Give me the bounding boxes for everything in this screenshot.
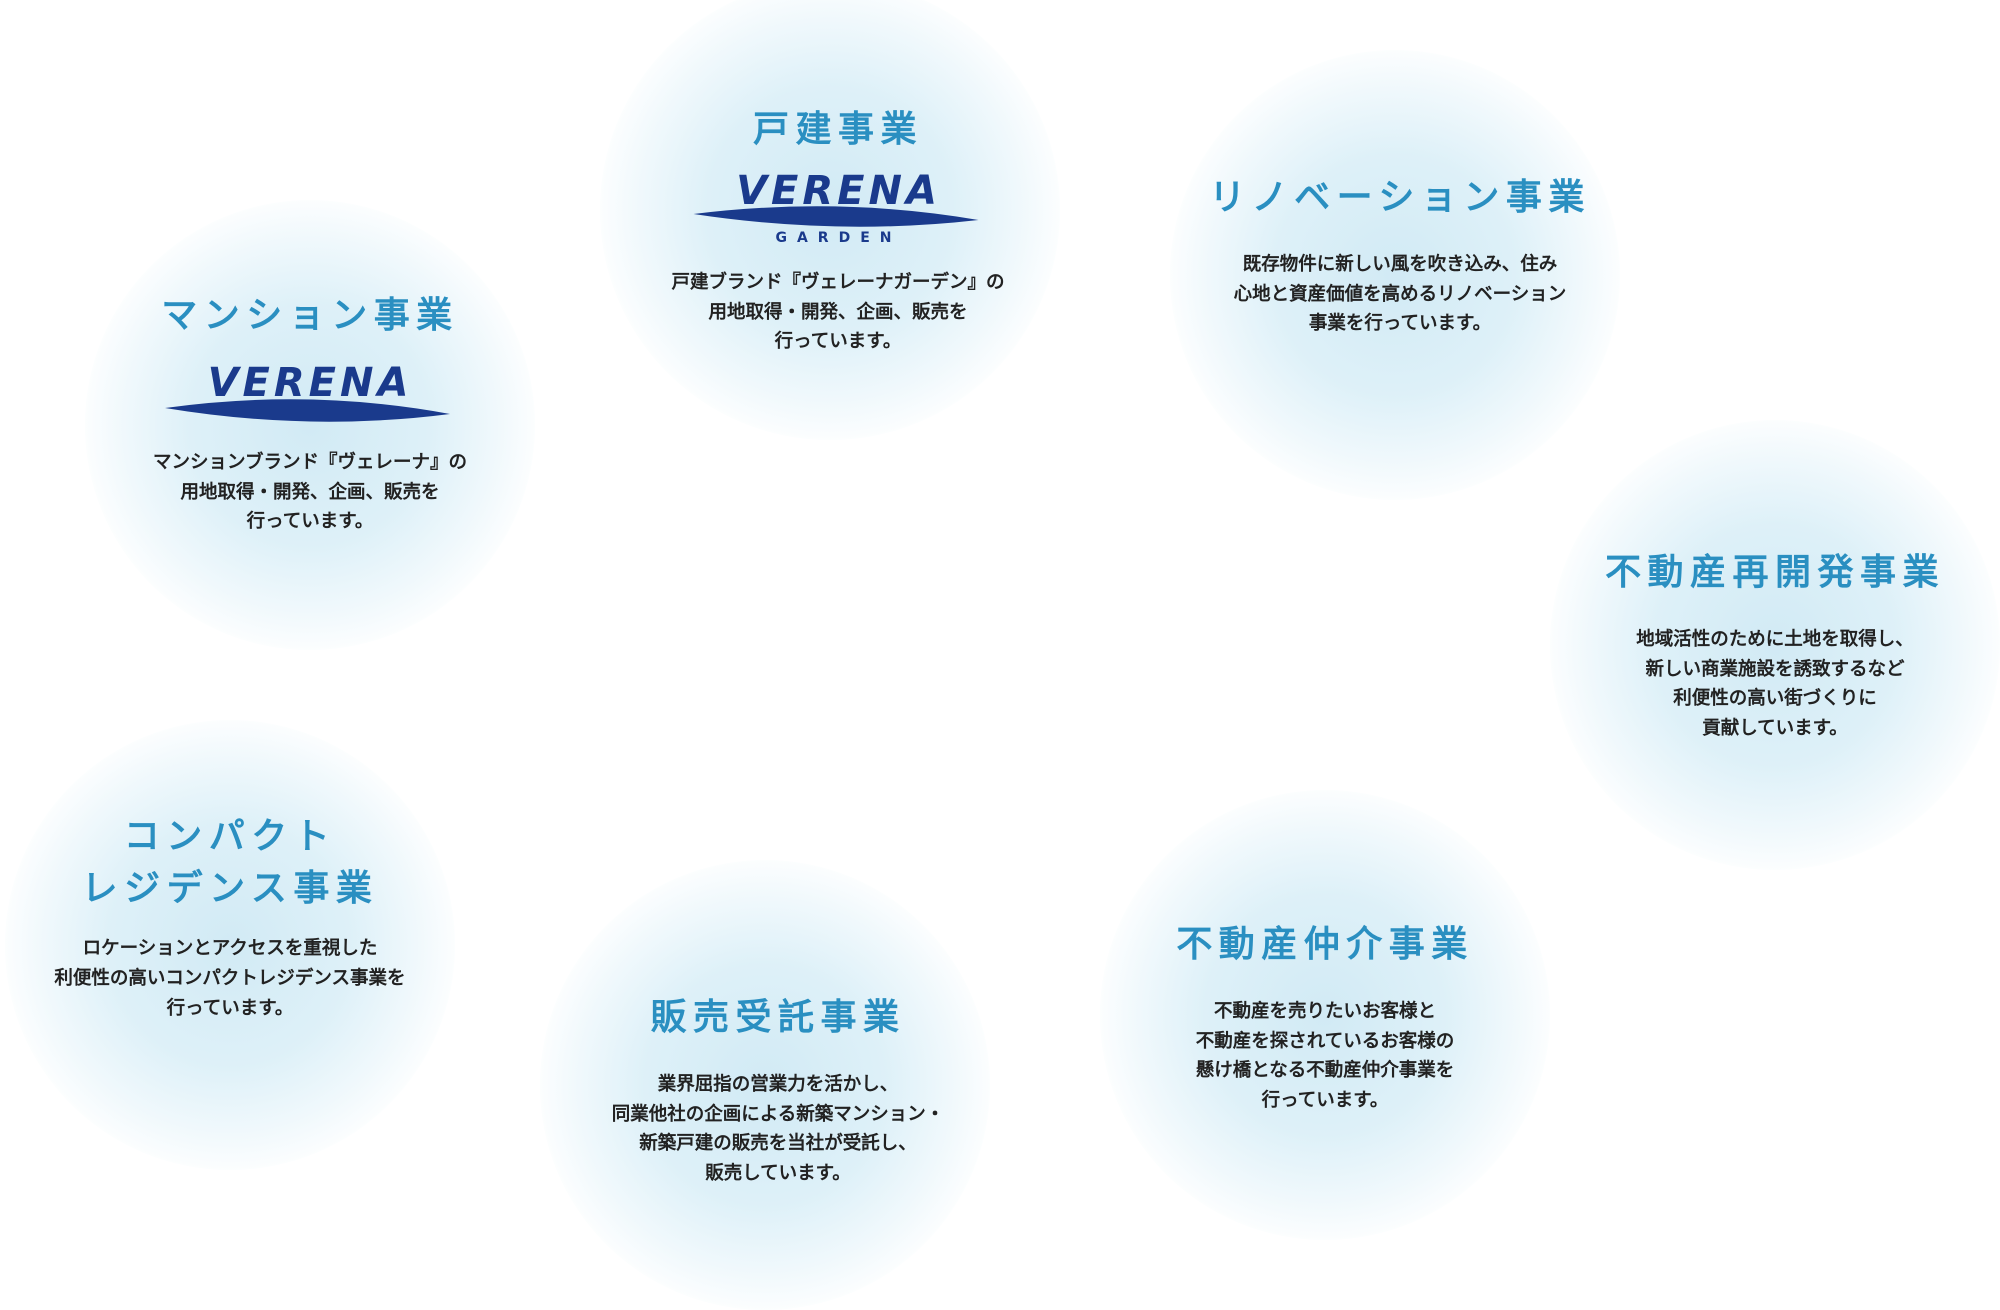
desc-line: マンションブランド『ヴェレーナ』の (153, 452, 467, 473)
brokerage-title: 不動産仲介事業 (1176, 923, 1474, 965)
verena-logo: VERENA (164, 360, 450, 422)
compact-title-line: レジデンス事業 (81, 867, 379, 910)
desc-line: 事業を行っています。 (1308, 313, 1492, 335)
desc-line: 懸け橋となる不動産仲介事業を (1195, 1060, 1455, 1082)
bubble-brokerage (1100, 790, 1550, 1240)
desc-line: 利便性の高い街づくりに (1673, 688, 1877, 710)
desc-line: 行っています。 (166, 997, 294, 1019)
desc-line: 不動産を探されているお客様の (1195, 1030, 1455, 1052)
business-brokerage[interactable]: 不動産仲介事業 不動産を売りたいお客様と 不動産を探されているお客様の 懸け橋と… (1176, 917, 1473, 1115)
verena-logo-text: VERENA (208, 360, 413, 406)
desc-line: 用地取得・開発、企画、販売を (180, 481, 440, 503)
sales-agency-title: 販売受託事業 (650, 996, 906, 1038)
desc-line: 戸建ブランド『ヴェレーナガーデン』の (671, 272, 1005, 293)
desc-line: ロケーションとアクセスを重視した (82, 938, 378, 960)
mansion-desc: マンションブランド『ヴェレーナ』の 用地取得・開発、企画、販売を 行っています。 (153, 448, 467, 537)
business-renovation[interactable]: リノベーション事業 既存物件に新しい風を吹き込み、住み 心地と資産価値を高めるリ… (1209, 170, 1591, 339)
desc-line: 貢献しています。 (1702, 717, 1848, 739)
desc-line: 同業他社の企画による新築マンション・ (611, 1103, 945, 1125)
verena-garden-logo-text: VERENA (736, 168, 941, 214)
desc-line: 用地取得・開発、企画、販売を (708, 301, 968, 323)
business-detached[interactable]: 戸建事業 VERENA GARDEN 戸建ブランド『ヴェレーナガーデン』の 用地… (671, 102, 1004, 357)
detached-desc: 戸建ブランド『ヴェレーナガーデン』の 用地取得・開発、企画、販売を 行っています… (671, 268, 1004, 357)
brokerage-desc: 不動産を売りたいお客様と 不動産を探されているお客様の 懸け橋となる不動産仲介事… (1176, 997, 1473, 1115)
sales-agency-desc: 業界屈指の営業力を活かし、 同業他社の企画による新築マンション・ 新築戸建の販売… (612, 1070, 944, 1188)
redevelopment-desc: 地域活性のために土地を取得し、 新しい商業施設を誘致するなど 利便性の高い街づく… (1605, 625, 1945, 743)
bubble-sales-agency (540, 860, 990, 1310)
business-redevelopment[interactable]: 不動産再開発事業 地域活性のために土地を取得し、 新しい商業施設を誘致するなど … (1605, 545, 1945, 743)
bubble-compact (5, 720, 455, 1170)
compact-title: コンパクト レジデンス事業 (54, 810, 405, 914)
business-sales-agency[interactable]: 販売受託事業 業界屈指の営業力を活かし、 同業他社の企画による新築マンション・ … (612, 990, 944, 1188)
business-compact[interactable]: コンパクト レジデンス事業 ロケーションとアクセスを重視した 利便性の高いコンパ… (54, 810, 405, 1023)
mansion-title: マンション事業 (161, 294, 459, 336)
desc-line: 行っています。 (774, 331, 902, 353)
compact-title-line: コンパクト (123, 815, 337, 857)
bubble-renovation (1170, 50, 1620, 500)
detached-title: 戸建事業 (753, 108, 923, 150)
desc-line: 新築戸建の販売を当社が受託し、 (639, 1133, 917, 1155)
compact-desc: ロケーションとアクセスを重視した 利便性の高いコンパクトレジデンス事業を 行って… (54, 934, 405, 1023)
renovation-desc: 既存物件に新しい風を吹き込み、住み 心地と資産価値を高めるリノベーション 事業を… (1209, 250, 1591, 339)
bubble-mansion (85, 200, 535, 650)
desc-line: 行っています。 (1261, 1089, 1389, 1111)
bubble-redevelopment (1550, 420, 2000, 870)
desc-line: 不動産を売りたいお客様と (1213, 1001, 1436, 1022)
renovation-title: リノベーション事業 (1209, 176, 1591, 218)
verena-garden-sub-text: GARDEN (775, 230, 901, 246)
desc-line: 心地と資産価値を高めるリノベーション (1233, 283, 1567, 305)
desc-line: 地域活性のために土地を取得し、 (1636, 629, 1914, 650)
desc-line: 利便性の高いコンパクトレジデンス事業を (54, 967, 406, 989)
business-mansion[interactable]: マンション事業 VERENA マンションブランド『ヴェレーナ』の 用地取得・開発… (153, 288, 467, 537)
desc-line: 行っています。 (246, 511, 374, 533)
desc-line: 既存物件に新しい風を吹き込み、住み (1242, 254, 1558, 275)
desc-line: 新しい商業施設を誘致するなど (1645, 658, 1905, 680)
desc-line: 販売しています。 (705, 1162, 851, 1184)
redevelopment-title: 不動産再開発事業 (1605, 551, 1945, 593)
desc-line: 業界屈指の営業力を活かし、 (657, 1074, 899, 1095)
verena-garden-logo: VERENA GARDEN (692, 168, 978, 246)
